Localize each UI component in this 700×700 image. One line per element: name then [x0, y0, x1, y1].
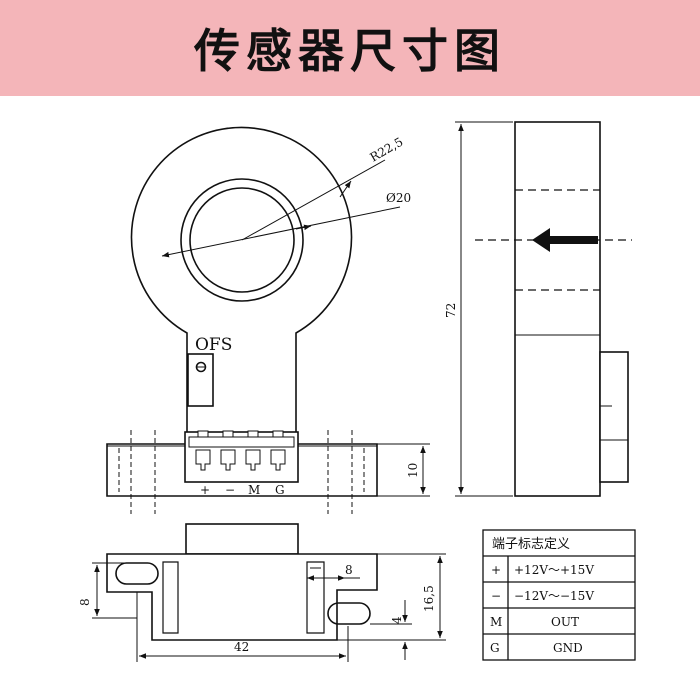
- bottom-view: [92, 523, 446, 662]
- diameter-leader: [161, 206, 401, 258]
- slot-width-label: 8: [345, 563, 353, 577]
- table-value-cell: GND: [553, 641, 583, 655]
- height-label: 72: [444, 303, 458, 318]
- bottom-outline: [106, 553, 378, 641]
- clip-right: [306, 561, 325, 634]
- side-body: [514, 121, 601, 497]
- table-value-cell: OUT: [551, 615, 579, 629]
- connector-pins: [195, 430, 286, 471]
- inner-hole-outer: [180, 178, 304, 302]
- mounting-hole-left: [118, 430, 156, 514]
- table-header: 端子标志定义: [492, 537, 570, 552]
- pin-label-m: M: [248, 483, 260, 497]
- table-row: G GND: [490, 641, 583, 655]
- table-pin-cell: G: [490, 641, 500, 655]
- table-pin-cell: −: [491, 589, 501, 603]
- clip-left: [162, 561, 179, 634]
- mounting-hole-right: [327, 430, 365, 514]
- inner-hole-inner: [189, 187, 295, 293]
- table-row: − −12V～−15V: [491, 589, 594, 603]
- slot-height-label: 8: [78, 598, 92, 606]
- front-view: [106, 126, 430, 514]
- depth-label: 16,5: [422, 585, 436, 612]
- radius-label: R22,5: [368, 135, 406, 165]
- offset-label: 4: [390, 616, 404, 624]
- diameter-label: Ø20: [386, 191, 411, 205]
- slot-right: [327, 602, 371, 625]
- table-pin-cell: M: [490, 615, 502, 629]
- width-label: 42: [234, 640, 249, 654]
- terminal-table: [482, 529, 636, 661]
- dimension-drawing: R22,5 Ø20 OFS + − M G 10 72: [78, 121, 636, 662]
- table-pin-cell: +: [491, 563, 501, 577]
- table-row: + +12V～+15V: [491, 563, 594, 577]
- table-row: M OUT: [490, 615, 579, 629]
- pin-label-minus: −: [225, 483, 235, 497]
- pin-label-plus: +: [200, 483, 210, 497]
- ofs-trimmer-icon: [195, 361, 207, 373]
- ring-body-outline: [130, 126, 353, 445]
- side-connector: [599, 351, 629, 483]
- table-value-cell: −12V～−15V: [514, 589, 594, 603]
- current-direction-arrow: [532, 228, 598, 252]
- title-banner: 传感器尺寸图: [0, 0, 700, 96]
- pin-label-g: G: [275, 483, 285, 497]
- table-value-cell: +12V～+15V: [514, 563, 594, 577]
- base-height-label: 10: [406, 463, 420, 478]
- radius-leader: [241, 159, 386, 241]
- bottom-top-block: [185, 523, 299, 555]
- ofs-label: OFS: [195, 335, 232, 355]
- side-view: [455, 121, 632, 497]
- page-title: 传感器尺寸图: [194, 24, 506, 78]
